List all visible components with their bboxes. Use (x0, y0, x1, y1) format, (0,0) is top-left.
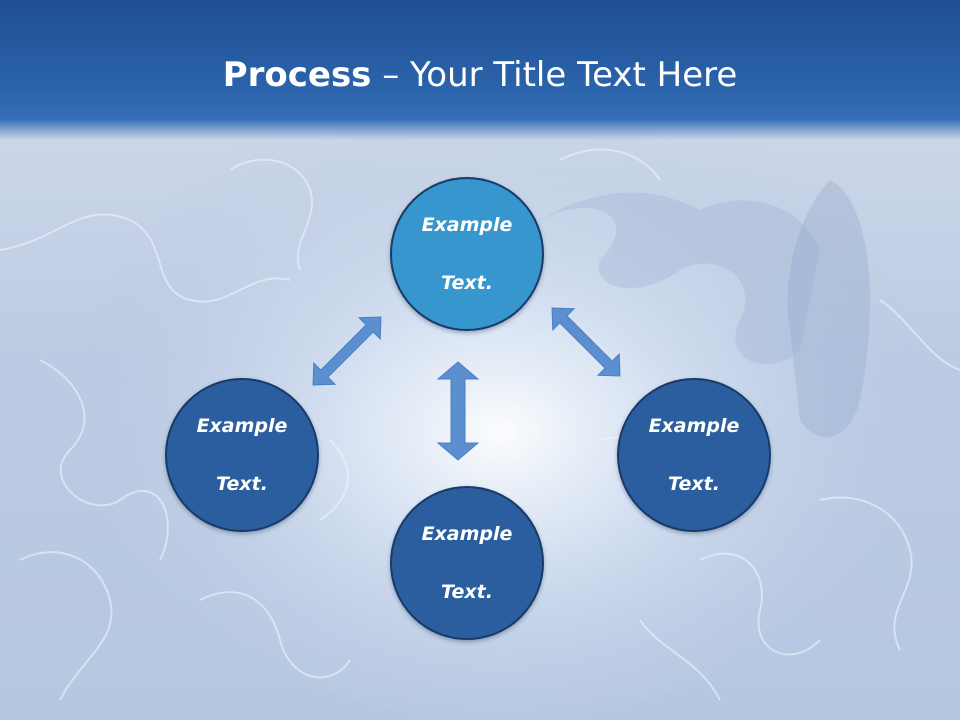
node-bottom-line2: Text. (441, 580, 493, 603)
double-arrow-left (312, 316, 382, 386)
node-right-line1: Example (648, 414, 740, 437)
node-left-line2: Text. (216, 472, 268, 495)
node-top-line2: Text. (441, 271, 493, 294)
node-bottom-line1: Example (421, 522, 513, 545)
double-arrow-vertical (436, 361, 480, 461)
title-rest: – Your Title Text Here (371, 55, 738, 95)
node-left-line1: Example (196, 414, 288, 437)
page-title: Process – Your Title Text Here (0, 50, 960, 100)
double-arrow-right (551, 307, 621, 377)
title-bold: Process (222, 55, 372, 95)
title-bar (0, 0, 960, 140)
node-right-line2: Text. (668, 472, 720, 495)
node-top-line1: Example (421, 213, 513, 236)
